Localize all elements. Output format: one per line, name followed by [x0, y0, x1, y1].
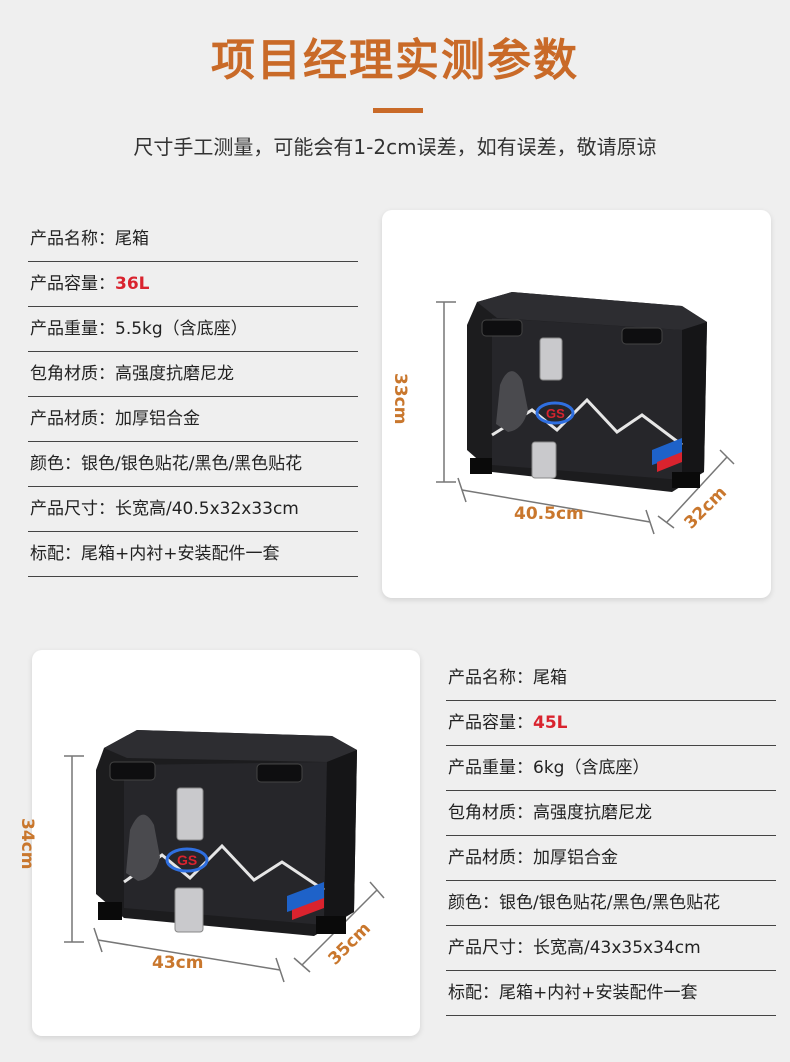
spec-row-name: 产品名称：尾箱 — [28, 217, 358, 262]
spec-row-capacity: 产品容量：45L — [446, 701, 776, 746]
page-subtitle: 尺寸手工测量，可能会有1-2cm误差，如有误差，敬请原谅 — [133, 135, 657, 159]
product-image-card-36l: GS 33cm 40.5cm 32cm — [382, 210, 771, 598]
spec-row-corner-material: 包角材质：高强度抗磨尼龙 — [28, 352, 358, 397]
spec-value: 加厚铝合金 — [115, 409, 200, 429]
spec-label: 产品容量： — [448, 713, 533, 733]
spec-value: 长宽高/43x35x34cm — [533, 938, 701, 958]
capacity-value: 45L — [533, 713, 568, 733]
top-case-45l-image: GS — [64, 730, 385, 983]
spec-label: 产品材质： — [448, 848, 533, 868]
dimension-height-label: 34cm — [17, 818, 37, 870]
dimension-height-label: 33cm — [390, 373, 410, 425]
spec-value: 加厚铝合金 — [533, 848, 618, 868]
spec-row-size: 产品尺寸：长宽高/40.5x32x33cm — [28, 487, 358, 532]
spec-value: 尾箱+内衬+安装配件一套 — [81, 544, 280, 564]
spec-list-36l: 产品名称：尾箱 产品容量：36L 产品重量：5.5kg（含底座） 包角材质：高强… — [28, 217, 358, 577]
dimension-length-label: 43cm — [152, 953, 204, 973]
spec-label: 产品重量： — [30, 319, 115, 339]
spec-row-weight: 产品重量：6kg（含底座） — [446, 746, 776, 791]
spec-row-color: 颜色：银色/银色贴花/黑色/黑色贴花 — [28, 442, 358, 487]
spec-row-name: 产品名称：尾箱 — [446, 656, 776, 701]
spec-row-material: 产品材质：加厚铝合金 — [446, 836, 776, 881]
spec-row-size: 产品尺寸：长宽高/43x35x34cm — [446, 926, 776, 971]
svg-text:GS: GS — [177, 852, 197, 868]
spec-label: 颜色： — [30, 454, 81, 474]
spec-label: 产品名称： — [30, 229, 115, 249]
spec-value: 尾箱 — [115, 229, 149, 249]
spec-row-color: 颜色：银色/银色贴花/黑色/黑色贴花 — [446, 881, 776, 926]
spec-value: 5.5kg（含底座） — [115, 319, 248, 339]
spec-label: 标配： — [448, 983, 499, 1003]
top-case-36l-image: GS — [436, 292, 735, 535]
spec-value: 高强度抗磨尼龙 — [533, 803, 652, 823]
title-divider — [373, 108, 423, 113]
page-title: 项目经理实测参数 — [211, 35, 579, 86]
product-image-card-45l: GS 34cm 43cm 35cm — [17, 650, 420, 1036]
spec-label: 产品尺寸： — [30, 499, 115, 519]
spec-row-capacity: 产品容量：36L — [28, 262, 358, 307]
spec-label: 产品尺寸： — [448, 938, 533, 958]
spec-value: 6kg（含底座） — [533, 758, 650, 778]
spec-row-standard: 标配：尾箱+内衬+安装配件一套 — [446, 971, 776, 1016]
dimension-length-label: 40.5cm — [514, 504, 584, 524]
spec-list-45l: 产品名称：尾箱 产品容量：45L 产品重量：6kg（含底座） 包角材质：高强度抗… — [446, 656, 776, 1016]
spec-label: 颜色： — [448, 893, 499, 913]
spec-row-weight: 产品重量：5.5kg（含底座） — [28, 307, 358, 352]
spec-label: 标配： — [30, 544, 81, 564]
spec-value: 银色/银色贴花/黑色/黑色贴花 — [81, 454, 303, 474]
svg-text:GS: GS — [546, 406, 565, 421]
spec-row-standard: 标配：尾箱+内衬+安装配件一套 — [28, 532, 358, 577]
capacity-value: 36L — [115, 274, 150, 294]
spec-label: 产品重量： — [448, 758, 533, 778]
spec-value: 高强度抗磨尼龙 — [115, 364, 234, 384]
spec-label: 产品容量： — [30, 274, 115, 294]
spec-label: 产品材质： — [30, 409, 115, 429]
spec-label: 包角材质： — [448, 803, 533, 823]
spec-value: 长宽高/40.5x32x33cm — [115, 499, 299, 519]
spec-label: 包角材质： — [30, 364, 115, 384]
spec-value: 尾箱 — [533, 668, 567, 688]
spec-row-material: 产品材质：加厚铝合金 — [28, 397, 358, 442]
spec-row-corner-material: 包角材质：高强度抗磨尼龙 — [446, 791, 776, 836]
spec-value: 银色/银色贴花/黑色/黑色贴花 — [499, 893, 721, 913]
spec-label: 产品名称： — [448, 668, 533, 688]
spec-value: 尾箱+内衬+安装配件一套 — [499, 983, 698, 1003]
